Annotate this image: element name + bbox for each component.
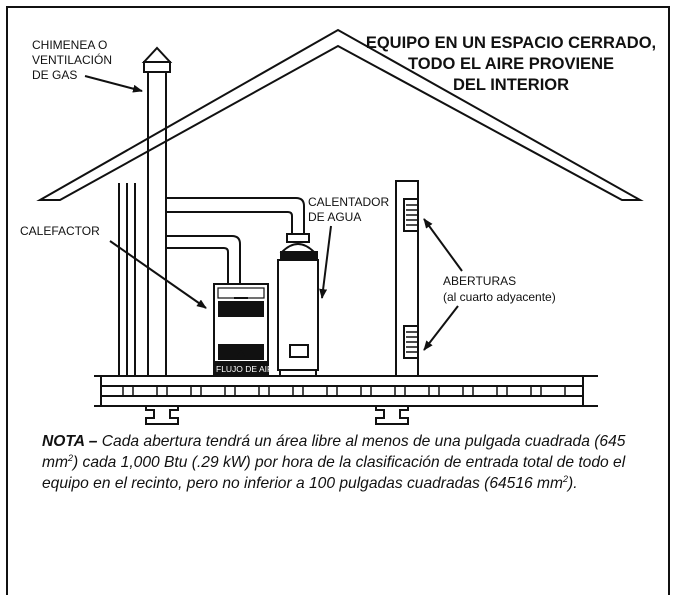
opening-louvers — [406, 204, 417, 353]
figure-frame — [6, 6, 670, 595]
furnace — [213, 283, 269, 377]
support-piers — [145, 405, 409, 425]
water-heater-arrow — [319, 225, 332, 299]
footnote: NOTA – Cada abertura tendrá un área libr… — [42, 431, 662, 494]
left-wall — [118, 183, 136, 375]
title-line3: DEL INTERIOR — [453, 76, 569, 94]
note-sup-2: 2 — [563, 473, 569, 484]
openings-arrow-upper — [423, 218, 463, 272]
openings-sublabel: (al cuarto adyacente) — [443, 290, 556, 304]
water-heater — [277, 233, 319, 376]
furnace-vent — [166, 235, 241, 284]
title-line1: EQUIPO EN UN ESPACIO CERRADO, — [366, 34, 656, 52]
water-heater-vent — [166, 197, 305, 234]
openings-label: ABERTURAS — [443, 274, 516, 288]
chimney-label-line3: DE GAS — [32, 68, 77, 82]
chimney-label-line2: VENTILACIÓN — [32, 52, 112, 67]
note-text-2: ) cada 1,000 Btu (.29 kW) por hora de la… — [42, 454, 626, 492]
chimney-vent — [141, 46, 173, 375]
roof — [36, 28, 644, 201]
chimney-label-line1: CHIMENEA O — [32, 38, 107, 52]
airflow-label: FLUJO DE AIRE — [216, 364, 279, 374]
openings-arrow-lower — [423, 305, 459, 351]
note-label: NOTA – — [42, 433, 98, 450]
water-heater-label-line2: DE AGUA — [308, 210, 361, 224]
chimney-arrow — [84, 75, 143, 93]
water-heater-label-line1: CALENTADOR — [308, 195, 389, 209]
note-text-3: ). — [568, 475, 578, 492]
floor-joists — [122, 386, 566, 396]
furnace-arrow — [109, 240, 207, 309]
note-text-1: Cada abertura tendrá un área libre al me… — [42, 433, 626, 471]
title-line2: TODO EL AIRE PROVIENE — [408, 55, 614, 73]
floor — [94, 375, 598, 407]
note-sup-1: 2 — [67, 452, 73, 463]
furnace-label: CALEFACTOR — [20, 224, 100, 238]
